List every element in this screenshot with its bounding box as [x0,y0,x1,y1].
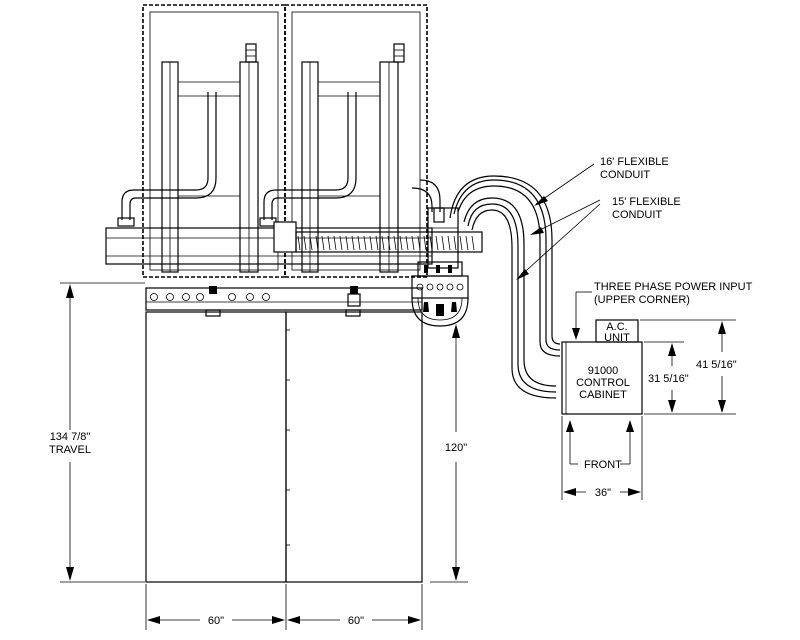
conduit-16-label-line2: CONDUIT [600,169,650,181]
conduit-15-label-line2: CONDUIT [612,209,662,221]
ac-unit-label-line1: A.C. [606,321,627,333]
conduit-15-label-line1: 15' FLEXIBLE [612,196,681,208]
travel-dimension-label: TRAVEL [49,444,91,456]
cabinet-width-value: 36" [595,487,611,499]
dimension-120-value: 120" [445,442,467,454]
ac-unit-label-line2: UNIT [604,332,630,344]
control-cabinet [561,319,643,415]
conduit-16-label-line1: 16' FLEXIBLE [600,156,669,168]
cabinet-height-total-value: 41 5/16" [696,359,737,371]
travel-dimension-value: 134 7/8" [50,431,91,443]
dimension-120 [430,324,468,583]
power-input-label-line2: (UPPER CORNER) [594,294,690,306]
width-left-value: 60" [208,615,224,627]
flexible-conduit [449,175,561,399]
cabinet-label-line3: CABINET [579,389,627,401]
rail-assembly-right [259,43,441,273]
cabinet-label-line1: 91000 [588,365,619,377]
travel-dimension [60,282,145,583]
upper-frame-right [284,4,428,278]
gantry-beam [105,207,483,269]
cabinet-dimensions [561,319,736,500]
cabinet-height-body-value: 31 5/16" [648,373,689,385]
cabinet-label-line2: CONTROL [576,377,630,389]
front-label: FRONT [584,459,622,471]
rotary-head [411,261,469,327]
upper-frame-left [142,4,286,278]
leader-lines [516,163,601,340]
rail-assembly-left [117,43,259,273]
width-dimensions [145,584,423,630]
lower-cabinet-left [145,311,287,583]
width-right-value: 60" [348,615,364,627]
lower-hardware [145,286,423,317]
lower-cabinet-right [285,311,423,583]
power-input-label-line1: THREE PHASE POWER INPUT [594,281,753,293]
